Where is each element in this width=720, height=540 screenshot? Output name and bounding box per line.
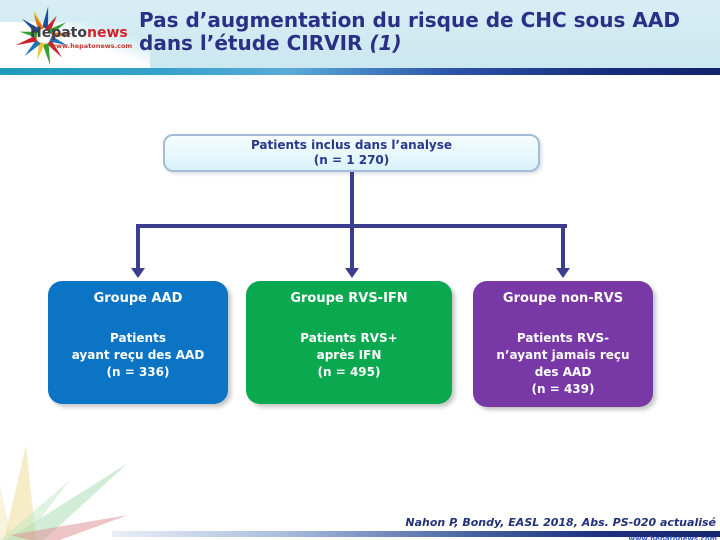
group-body: Patients RVS- n’ayant jamais reçu des AA… (496, 331, 630, 396)
footer-website: www.hepatonews.com (628, 535, 717, 540)
root-node-count: (n = 1 270) (313, 153, 390, 167)
group-box-rvs-ifn: Groupe RVS-IFN Patients RVS+ après IFN (… (246, 281, 452, 404)
arrow-down-icon (131, 268, 145, 278)
brand-website: www.hepatonews.com (50, 42, 133, 50)
hepatonews-logo: Hepatonews www.hepatonews.com (4, 2, 136, 66)
title-line2: dans l’étude CIRVIR (139, 31, 370, 55)
connector-drop-center (350, 224, 354, 270)
slide-title: Pas d’augmentation du risque de CHC sous… (139, 9, 680, 55)
root-node-label: Patients inclus dans l’analyse (250, 138, 453, 152)
corner-starburst-decoration (0, 445, 128, 540)
title-slide-number: (1) (369, 31, 402, 55)
group-body: Patients ayant reçu des AAD (n = 336) (71, 331, 205, 379)
group-box-non-rvs: Groupe non-RVS Patients RVS- n’ayant jam… (473, 281, 653, 407)
group-title: Groupe non-RVS (502, 291, 624, 306)
starburst-icon (15, 6, 74, 66)
connector-stem (350, 172, 354, 228)
brand-hepato: Hepato (30, 25, 87, 41)
group-title: Groupe RVS-IFN (290, 291, 408, 306)
arrow-down-icon (345, 268, 359, 278)
reference-citation: Nahon P, Bondy, EASL 2018, Abs. PS-020 a… (405, 516, 716, 529)
connector-drop-left (136, 224, 140, 270)
flowchart-root-node: Patients inclus dans l’analyse (n = 1 27… (163, 134, 540, 172)
title-line1: Pas d’augmentation du risque de CHC sous… (139, 8, 680, 32)
header-band: Hepatonews www.hepatonews.com Pas d’augm… (0, 0, 720, 68)
group-body: Patients RVS+ après IFN (n = 495) (300, 331, 398, 379)
group-title: Groupe AAD (93, 291, 183, 306)
header-divider (0, 68, 720, 75)
brand-news: news (87, 25, 128, 41)
brand-name: Hepatonews (30, 25, 128, 41)
connector-drop-right (561, 224, 565, 270)
group-box-aad: Groupe AAD Patients ayant reçu des AAD (… (48, 281, 228, 404)
arrow-down-icon (556, 268, 570, 278)
footer-bar (112, 531, 720, 537)
header-decoration (0, 22, 150, 68)
